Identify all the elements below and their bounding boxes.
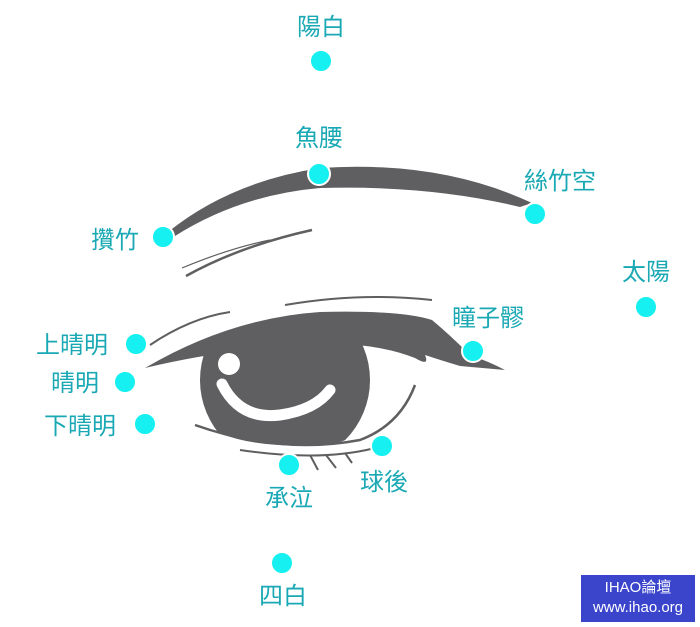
label-tongziliao: 瞳子髎	[452, 304, 524, 332]
point-xiajingming[interactable]	[133, 412, 157, 436]
point-taiyang[interactable]	[634, 295, 658, 319]
lower-lid	[194, 384, 417, 447]
label-taiyang: 太陽	[622, 258, 670, 286]
point-qiuhou[interactable]	[370, 434, 394, 458]
acupoint-markers	[113, 49, 658, 575]
point-shangjingming[interactable]	[124, 332, 148, 356]
label-sibai: 四白	[259, 582, 307, 610]
point-yangbai[interactable]	[309, 49, 333, 73]
lower-lashes	[309, 452, 353, 471]
point-yuyao[interactable]	[307, 162, 331, 186]
label-jingming: 晴明	[51, 369, 99, 397]
label-xiajingming: 下晴明	[44, 412, 116, 440]
label-yangbai: 陽白	[297, 13, 345, 41]
lower-lid-2	[239, 447, 376, 457]
upper-lid	[145, 311, 505, 370]
label-yuyao: 魚腰	[295, 124, 343, 152]
point-jingming[interactable]	[113, 370, 137, 394]
eyelid-crease-1	[185, 228, 313, 278]
watermark-url: www.ihao.org	[592, 599, 684, 616]
label-shangjingming: 上晴明	[36, 331, 108, 359]
eyebrow	[168, 166, 532, 236]
label-qiuhou: 球後	[360, 468, 408, 496]
point-cuanzhu[interactable]	[151, 225, 175, 249]
upper-lid-line-2	[149, 311, 231, 346]
eyelid-crease-2	[181, 239, 271, 269]
point-sizhukong[interactable]	[523, 202, 547, 226]
watermark-title: IHAO論壇	[604, 579, 672, 596]
point-sibai[interactable]	[270, 551, 294, 575]
point-tongziliao[interactable]	[461, 339, 485, 363]
upper-lid-line	[284, 295, 433, 306]
label-chengqi: 承泣	[265, 484, 313, 512]
iris-reflection	[216, 378, 336, 422]
label-sizhukong: 絲竹空	[524, 167, 596, 195]
watermark: IHAO論壇 www.ihao.org	[581, 575, 695, 622]
point-chengqi[interactable]	[277, 453, 301, 477]
label-cuanzhu: 攢竹	[91, 226, 139, 254]
iris-highlight	[218, 353, 240, 375]
